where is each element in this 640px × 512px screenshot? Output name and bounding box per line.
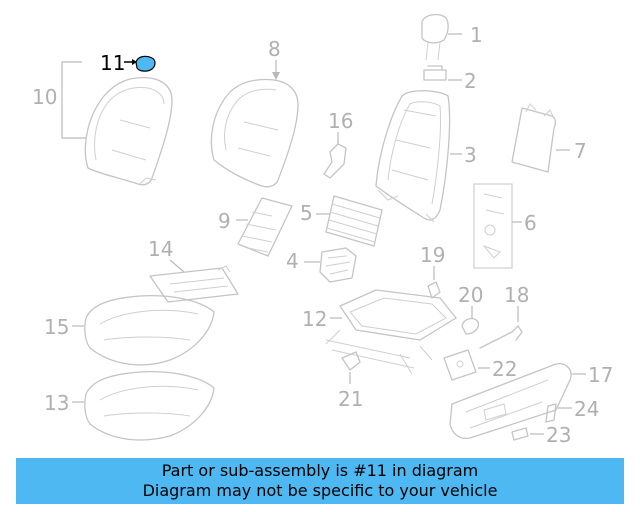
- part-24-knob: [545, 403, 557, 423]
- part-18-rod: [479, 325, 523, 349]
- diagram-notice-banner: Part or sub-assembly is #11 in diagram D…: [16, 458, 624, 504]
- part-1-headrest: [421, 13, 449, 61]
- notice-line-1: Part or sub-assembly is #11 in diagram: [161, 461, 479, 480]
- callout-12: 12: [302, 307, 327, 331]
- part-5-spring-mat: [325, 195, 383, 247]
- callout-23: 23: [546, 423, 571, 447]
- part-4-lumbar: [319, 247, 357, 283]
- lead-14: [169, 259, 185, 273]
- callout-5: 5: [300, 201, 313, 225]
- callout-16: 16: [328, 109, 353, 133]
- callout-11: 11: [100, 51, 125, 75]
- part-13-cushion-pad: [84, 370, 215, 441]
- callout-6: 6: [524, 211, 537, 235]
- callout-3: 3: [464, 143, 477, 167]
- callout-9: 9: [218, 209, 231, 233]
- part-19-clip: [427, 281, 441, 299]
- notice-line-2: Diagram may not be specific to your vehi…: [142, 481, 498, 500]
- callout-21: 21: [338, 387, 363, 411]
- part-11-highlight: [124, 55, 156, 72]
- part-16-bracket: [323, 143, 347, 179]
- callout-7: 7: [574, 139, 587, 163]
- part-14-heater: [149, 265, 239, 303]
- part-15-cushion-cover: [84, 294, 215, 366]
- callout-24: 24: [574, 397, 599, 421]
- callout-13: 13: [44, 391, 69, 415]
- callout-22: 22: [492, 357, 517, 381]
- callout-14: 14: [148, 237, 173, 261]
- part-9-foam: [237, 197, 293, 257]
- part-7-back-panel: [511, 103, 556, 173]
- bracket-10: [61, 61, 82, 139]
- callout-18: 18: [504, 283, 529, 307]
- part-22-switch: [443, 349, 477, 381]
- callout-10: 10: [32, 85, 57, 109]
- part-10-seatback-cover: [84, 76, 173, 186]
- callout-4: 4: [286, 249, 299, 273]
- callout-15: 15: [44, 315, 69, 339]
- part-8-seatback-pad: [210, 78, 299, 188]
- part-2-guide: [423, 65, 447, 81]
- part-12-seat-frame: [325, 289, 457, 375]
- part-3-seatback-frame: [375, 90, 451, 223]
- callout-17: 17: [588, 363, 613, 387]
- part-21-bracket: [341, 351, 361, 371]
- callout-2: 2: [464, 69, 477, 93]
- part-23-cover: [511, 427, 529, 441]
- part-6-fasteners: [473, 183, 513, 269]
- callout-1: 1: [470, 23, 483, 47]
- callout-8: 8: [268, 37, 281, 61]
- callout-20: 20: [458, 283, 483, 307]
- part-20-cap: [461, 317, 480, 335]
- part-17-side-trim: [449, 363, 572, 440]
- callout-19: 19: [420, 243, 445, 267]
